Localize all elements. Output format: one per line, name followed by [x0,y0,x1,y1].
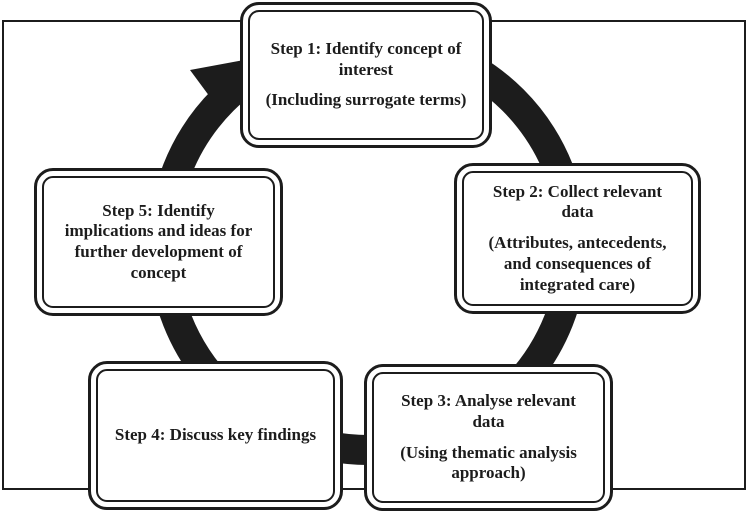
step-5-title: Step 5: Identify implications and ideas … [64,200,253,282]
step-3-title: Step 3: Analyse relevant data [401,391,576,431]
step-4-box: Step 4: Discuss key findings [88,361,343,510]
step-2-content: Step 2: Collect relevant data (Attribute… [462,171,693,306]
step-5-box: Step 5: Identify implications and ideas … [34,168,283,316]
step-4-title: Step 4: Discuss key findings [114,425,317,445]
step-1-subtitle: (Including surrogate terms) [265,90,467,110]
step-3-subtitle: (Using thematic analysis approach) [400,442,577,483]
arrowhead-icon [190,60,244,116]
step-2-box: Step 2: Collect relevant data (Attribute… [454,163,701,314]
step-2-title: Step 2: Collect relevant data [492,181,663,222]
step-1-title: Step 1: Identify concept of interest [270,38,462,79]
step-1-box: Step 1: Identify concept of interest (In… [240,2,492,148]
step-4-content: Step 4: Discuss key findings [96,369,335,502]
step-3-box: Step 3: Analyse relevant data (Using the… [364,364,613,511]
step-3-content: Step 3: Analyse relevant data (Using the… [372,372,605,503]
step-5-content: Step 5: Identify implications and ideas … [42,176,275,308]
step-2-subtitle: (Attributes, antecedents, and consequenc… [488,233,667,294]
step-1-content: Step 1: Identify concept of interest (In… [248,10,484,140]
